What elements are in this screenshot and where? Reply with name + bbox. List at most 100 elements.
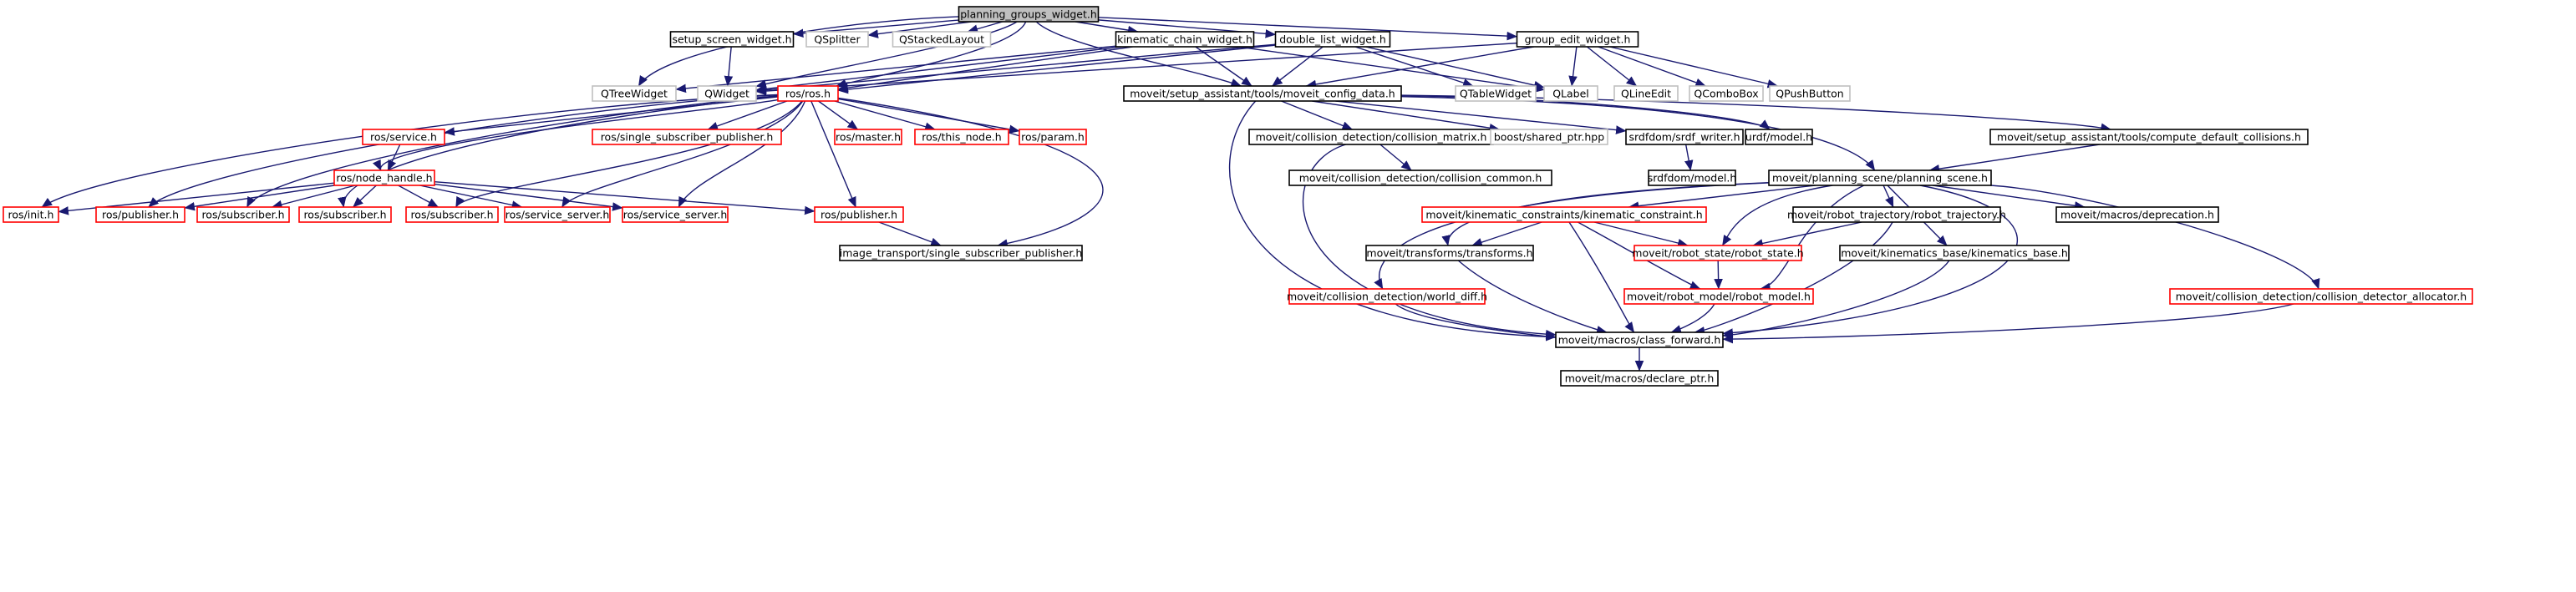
- edge-ps-to-cf: [1722, 185, 2019, 337]
- node-box: [834, 129, 902, 145]
- edges-layer: [41, 16, 2320, 372]
- node-dp[interactable]: moveit/macros/declare_ptr.h: [1560, 370, 1719, 387]
- node-label: ros/subscriber.h: [410, 208, 493, 220]
- node-qlineedit: QLineEdit: [1613, 85, 1679, 102]
- node-box: [1516, 31, 1639, 48]
- node-label: moveit/macros/class_forward.h: [1558, 333, 1721, 346]
- node-ps[interactable]: moveit/planning_scene/planning_scene.h: [1768, 170, 1992, 186]
- edge-rosh-to-srv1: [561, 100, 804, 208]
- node-label: moveit/robot_model/robot_model.h: [1627, 290, 1811, 302]
- node-cm[interactable]: moveit/collision_detection/collision_mat…: [1248, 129, 1494, 145]
- edge-kcw-to-qlabel: [1237, 46, 1545, 94]
- node-pub1[interactable]: ros/publisher.h: [95, 206, 185, 223]
- node-cc[interactable]: moveit/collision_detection/collision_com…: [1288, 170, 1552, 186]
- edge-cm-to-cc: [1379, 144, 1412, 171]
- node-box: [592, 129, 782, 145]
- node-box: [914, 129, 1009, 145]
- edge-rosh-to-srv2: [678, 100, 806, 208]
- edge-mcd-to-cm: [1281, 100, 1354, 130]
- node-itssp[interactable]: image_transport/single_subscriber_publis…: [839, 245, 1083, 261]
- node-label: ros/ros.h: [785, 87, 831, 99]
- node-cf[interactable]: moveit/macros/class_forward.h: [1555, 331, 1724, 348]
- node-label: moveit/setup_assistant/tools/moveit_conf…: [1130, 87, 1395, 99]
- node-dlw[interactable]: double_list_widget.h: [1274, 31, 1391, 48]
- node-pub2[interactable]: ros/publisher.h: [814, 206, 904, 223]
- node-box: [1019, 129, 1087, 145]
- node-ssw[interactable]: setup_screen_widget.h: [669, 31, 795, 48]
- node-label: srdfdom/model.h: [1648, 171, 1737, 184]
- node-sub1[interactable]: ros/subscriber.h: [196, 206, 290, 223]
- edge-ps-to-rt: [1882, 185, 1894, 208]
- node-srv1[interactable]: ros/service_server.h: [504, 206, 611, 223]
- edge-dlw-to-mcd: [1272, 46, 1324, 87]
- edge-mcd-to-srdfw: [1335, 100, 1627, 134]
- node-srdfm[interactable]: srdfdom/model.h: [1648, 170, 1737, 186]
- node-wd[interactable]: moveit/collision_detection/world_diff.h: [1287, 288, 1487, 305]
- node-box: [1365, 245, 1534, 261]
- node-kc[interactable]: moveit/kinematic_constraints/kinematic_c…: [1421, 206, 1707, 223]
- node-kcw[interactable]: kinematic_chain_widget.h: [1115, 31, 1255, 48]
- edge-nh-to-sub1: [271, 185, 356, 210]
- edge-service-to-nh: [387, 144, 401, 171]
- node-label: moveit/collision_detection/collision_mat…: [1256, 130, 1487, 143]
- node-box: [1769, 85, 1851, 102]
- node-sub3[interactable]: ros/subscriber.h: [405, 206, 499, 223]
- edge-dlw-to-qtable: [1354, 46, 1474, 88]
- edge-nh-to-srv2: [434, 183, 623, 211]
- node-master[interactable]: ros/master.h: [834, 129, 902, 145]
- node-kb[interactable]: moveit/kinematics_base/kinematics_base.h: [1839, 245, 2070, 261]
- edge-rosh-to-pub2: [810, 100, 856, 208]
- node-urdfm[interactable]: urdf/model.h: [1745, 129, 1813, 145]
- node-depr[interactable]: moveit/macros/deprecation.h: [2055, 206, 2219, 223]
- node-pgw[interactable]: planning_groups_widget.h: [958, 6, 1100, 23]
- node-gew[interactable]: group_edit_widget.h: [1516, 31, 1639, 48]
- node-box: [196, 206, 290, 223]
- node-label: srdfdom/srdf_writer.h: [1628, 130, 1740, 143]
- node-box: [1648, 170, 1736, 186]
- node-cda[interactable]: moveit/collision_detection/collision_det…: [2169, 288, 2473, 305]
- node-box: [504, 206, 611, 223]
- node-tf[interactable]: moveit/transforms/transforms.h: [1365, 245, 1534, 261]
- node-srv2[interactable]: ros/service_server.h: [622, 206, 729, 223]
- node-nh[interactable]: ros/node_handle.h: [333, 170, 435, 186]
- node-box: [1490, 129, 1608, 145]
- node-box: [2055, 206, 2219, 223]
- node-label: moveit/robot_state/robot_state.h: [1632, 246, 1803, 259]
- node-qlabel: QLabel: [1543, 85, 1598, 102]
- edge-pgw-to-qstacked: [967, 21, 1003, 33]
- node-label: ros/publisher.h: [102, 208, 179, 220]
- node-cdc[interactable]: moveit/setup_assistant/tools/compute_def…: [1989, 129, 2309, 145]
- edge-ps-to-rs: [1721, 185, 1833, 246]
- edge-wd-to-cf: [1395, 303, 1567, 343]
- node-sub2[interactable]: ros/subscriber.h: [298, 206, 392, 223]
- node-label: ros/master.h: [836, 130, 901, 143]
- node-rm[interactable]: moveit/robot_model/robot_model.h: [1623, 288, 1814, 305]
- node-mcd[interactable]: moveit/setup_assistant/tools/moveit_conf…: [1123, 85, 1402, 102]
- node-box: [1623, 288, 1814, 305]
- node-param[interactable]: ros/param.h: [1019, 129, 1087, 145]
- edge-srdfw-to-srdfm: [1684, 144, 1694, 171]
- node-label: QStackedLayout: [899, 33, 984, 45]
- node-label: QTableWidget: [1460, 87, 1532, 99]
- node-thisnode[interactable]: ros/this_node.h: [914, 129, 1009, 145]
- node-qsplitter: QSplitter: [805, 31, 869, 48]
- node-init[interactable]: ros/init.h: [3, 206, 59, 223]
- node-rt[interactable]: moveit/robot_trajectory/robot_trajectory…: [1787, 206, 2006, 223]
- node-box: [1543, 85, 1598, 102]
- node-label: ros/init.h: [8, 208, 54, 220]
- node-label: double_list_widget.h: [1279, 33, 1386, 45]
- edge-pgw-to-kcw: [1075, 21, 1139, 35]
- node-srdfw[interactable]: srdfdom/srdf_writer.h: [1625, 129, 1744, 145]
- node-label: ros/this_node.h: [922, 130, 1001, 143]
- node-rs[interactable]: moveit/robot_state/robot_state.h: [1632, 245, 1804, 261]
- node-box: [1421, 206, 1707, 223]
- node-label: group_edit_widget.h: [1525, 33, 1631, 45]
- node-box: [622, 206, 729, 223]
- edge-kc-to-tf: [1471, 221, 1542, 247]
- node-service[interactable]: ros/service.h: [362, 129, 445, 145]
- node-ssp[interactable]: ros/single_subscriber_publisher.h: [592, 129, 782, 145]
- node-label: boost/shared_ptr.hpp: [1494, 130, 1604, 143]
- node-rosh[interactable]: ros/ros.h: [777, 85, 839, 102]
- node-label: QLabel: [1552, 87, 1589, 99]
- node-shptr: boost/shared_ptr.hpp: [1490, 129, 1608, 145]
